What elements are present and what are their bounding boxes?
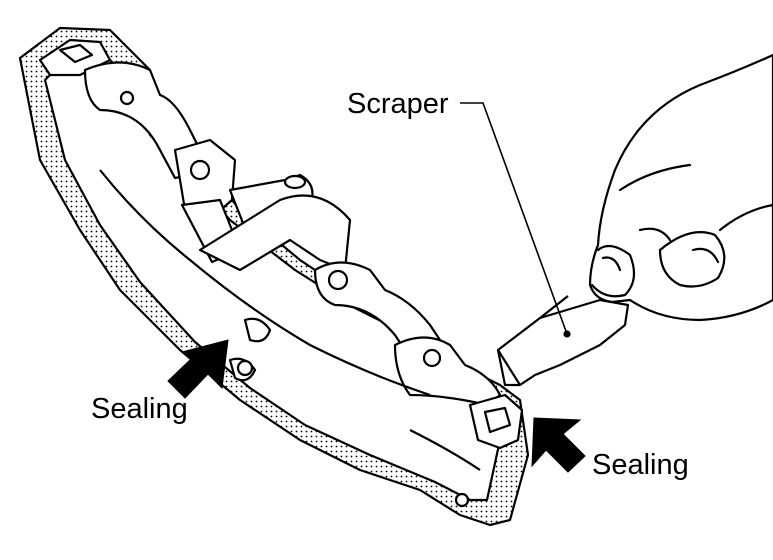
sealing-label-left: Sealing — [91, 393, 188, 425]
arrow-right-icon — [531, 417, 586, 473]
scraper-blade — [496, 298, 630, 387]
arrow-left-icon — [167, 339, 229, 399]
scraper-leader — [460, 102, 568, 335]
bearing-cap-3 — [393, 336, 502, 407]
sealing-label-right: Sealing — [592, 449, 689, 481]
arrow-left — [167, 339, 229, 399]
scraper-tool — [496, 295, 630, 387]
scraper-label: Scraper — [347, 88, 449, 120]
hand-illustration — [588, 53, 773, 322]
arrow-right — [531, 417, 586, 473]
housing-casting — [18, 26, 530, 527]
center-web — [198, 194, 352, 272]
